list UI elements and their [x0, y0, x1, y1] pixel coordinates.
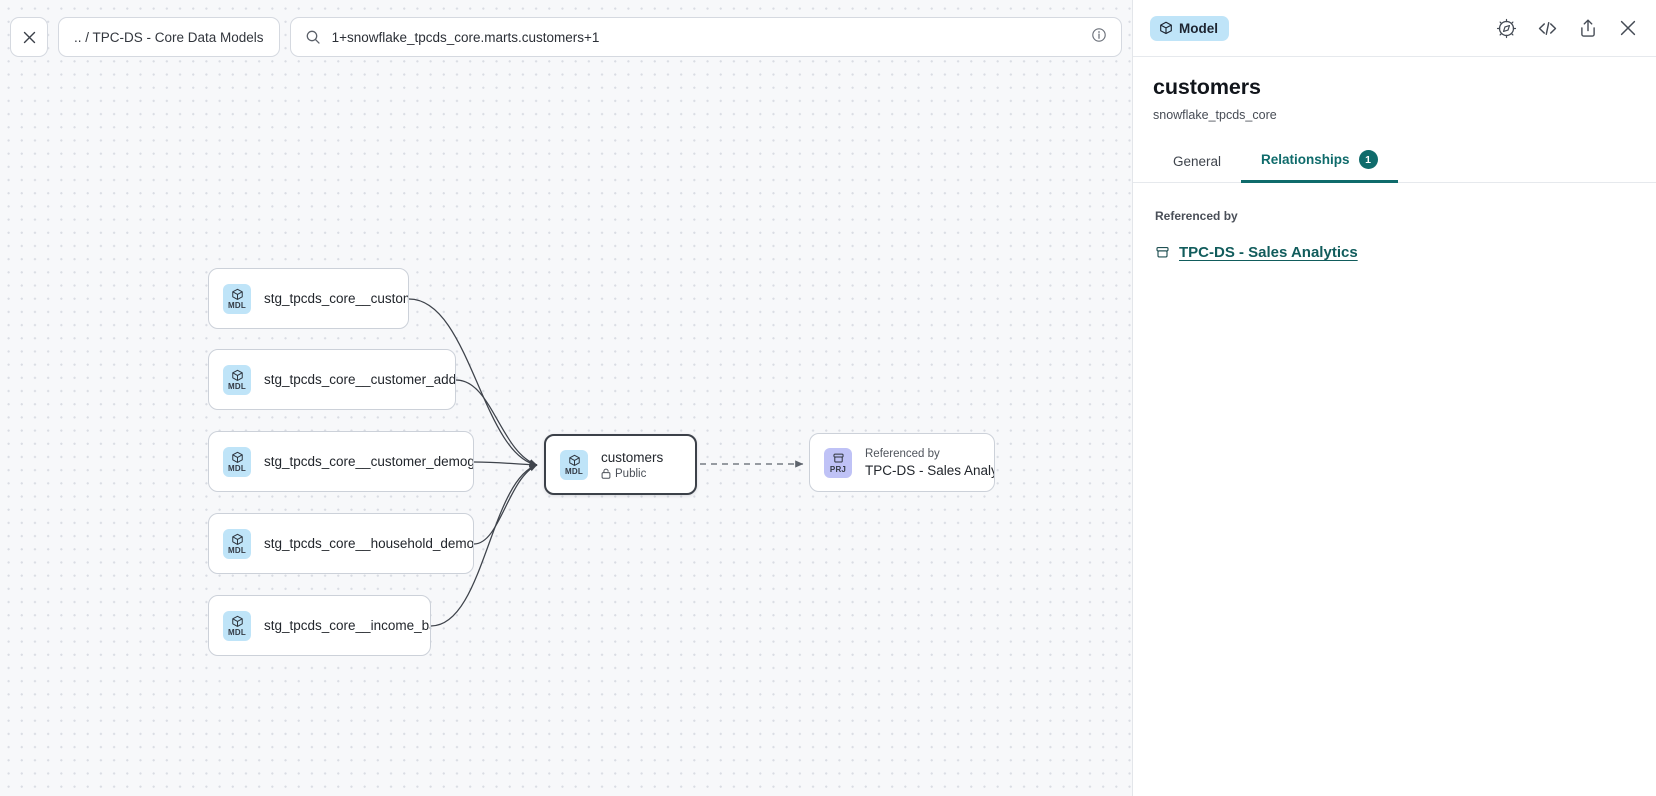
node-label: stg_tpcds_core__customer_address — [264, 372, 455, 387]
lineage-node-focused[interactable]: MDL customers Public — [544, 434, 697, 495]
code-icon[interactable] — [1537, 19, 1558, 38]
cube-icon — [231, 615, 243, 627]
page-title: customers — [1153, 75, 1261, 99]
tab-count-badge: 1 — [1358, 150, 1378, 169]
badge-text: MDL — [228, 627, 246, 637]
explore-icon[interactable] — [1496, 18, 1517, 39]
tab-label: Relationships — [1261, 152, 1350, 167]
node-access: Public — [601, 468, 663, 480]
details-panel: Model — [1132, 0, 1656, 796]
badge-text: MDL — [228, 300, 246, 310]
node-text-stack: Referenced by TPC-DS - Sales Analytics — [865, 448, 994, 478]
tab-label: General — [1173, 154, 1222, 169]
lineage-node[interactable]: MDL stg_tpcds_core__income_band — [208, 595, 431, 656]
panel-body: Referenced by TPC-DS - Sales Analytics — [1133, 183, 1656, 261]
badge-text: MDL — [228, 545, 246, 555]
search-icon — [306, 30, 320, 44]
node-label: stg_tpcds_core__household_demogr… — [264, 536, 473, 551]
model-badge: MDL — [223, 610, 251, 641]
badge-text: PRJ — [829, 464, 847, 474]
project-badge: PRJ — [824, 447, 852, 478]
close-icon[interactable] — [1618, 18, 1638, 38]
node-title: TPC-DS - Sales Analytics — [865, 462, 994, 478]
referenced-by-link[interactable]: TPC-DS - Sales Analytics — [1179, 244, 1358, 261]
panel-title-block: customers snowflake_tpcds_core — [1133, 57, 1656, 122]
model-badge: MDL — [223, 446, 251, 477]
lineage-node[interactable]: MDL stg_tpcds_core__customer — [208, 268, 409, 329]
breadcrumb[interactable]: .. / TPC-DS - Core Data Models — [58, 17, 280, 57]
search-input[interactable]: 1+snowflake_tpcds_core.marts.customers+1 — [331, 29, 600, 45]
entity-type-label: Model — [1179, 20, 1218, 36]
badge-text: MDL — [228, 381, 246, 391]
cube-icon — [231, 369, 243, 381]
node-label: stg_tpcds_core__customer_demogra… — [264, 454, 473, 469]
cube-icon — [231, 288, 243, 300]
node-label: stg_tpcds_core__customer — [264, 291, 408, 306]
cube-icon — [231, 533, 243, 545]
lineage-node-project[interactable]: PRJ Referenced by TPC-DS - Sales Analyti… — [809, 433, 995, 492]
project-icon — [1156, 247, 1169, 258]
model-badge: MDL — [223, 364, 251, 395]
close-icon — [23, 31, 35, 43]
list-item[interactable]: TPC-DS - Sales Analytics — [1155, 244, 1636, 261]
node-access-label: Public — [615, 467, 647, 480]
node-text-stack: customers Public — [601, 450, 663, 480]
project-icon — [832, 453, 844, 463]
model-badge: MDL — [223, 528, 251, 559]
close-lineage-button[interactable] — [10, 17, 48, 57]
panel-tabs: General Relationships 1 — [1133, 144, 1656, 183]
canvas-toolbar: .. / TPC-DS - Core Data Models 1+snowfla… — [10, 17, 1132, 57]
lineage-canvas[interactable]: .. / TPC-DS - Core Data Models 1+snowfla… — [0, 0, 1132, 796]
share-icon[interactable] — [1578, 18, 1598, 39]
lineage-node[interactable]: MDL stg_tpcds_core__household_demogr… — [208, 513, 474, 574]
breadcrumb-label: .. / TPC-DS - Core Data Models — [74, 29, 264, 45]
badge-text: MDL — [228, 463, 246, 473]
lineage-edges — [408, 298, 804, 627]
lineage-node[interactable]: MDL stg_tpcds_core__customer_demogra… — [208, 431, 474, 492]
tab-general[interactable]: General — [1153, 148, 1241, 183]
node-title: customers — [601, 449, 664, 465]
model-badge: MDL — [560, 449, 588, 480]
panel-header-divider — [1133, 56, 1656, 57]
section-label-referenced-by: Referenced by — [1155, 209, 1238, 223]
panel-subtitle: snowflake_tpcds_core — [1153, 108, 1277, 122]
badge-text: MDL — [565, 466, 583, 476]
cube-icon — [231, 451, 243, 463]
lineage-node[interactable]: MDL stg_tpcds_core__customer_address — [208, 349, 456, 410]
cube-icon — [568, 454, 580, 466]
entity-type-chip[interactable]: Model — [1150, 15, 1229, 41]
model-badge: MDL — [223, 283, 251, 314]
tab-relationships[interactable]: Relationships 1 — [1241, 144, 1398, 183]
panel-header: Model — [1133, 0, 1656, 56]
panel-header-actions — [1496, 18, 1638, 39]
info-icon[interactable] — [1091, 27, 1107, 48]
node-kicker: Referenced by — [865, 447, 940, 460]
lock-icon — [601, 468, 611, 479]
cube-icon — [1160, 21, 1172, 35]
node-label: stg_tpcds_core__income_band — [264, 618, 430, 633]
lineage-search[interactable]: 1+snowflake_tpcds_core.marts.customers+1 — [289, 17, 1122, 57]
